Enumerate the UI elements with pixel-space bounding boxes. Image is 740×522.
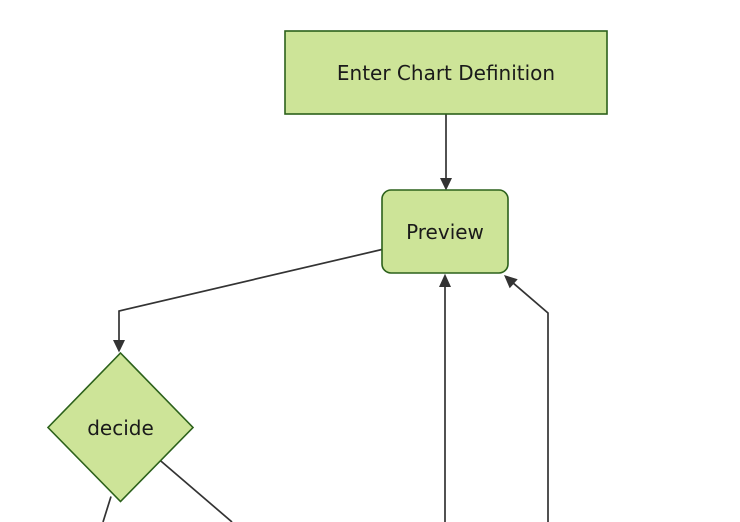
edge-decide-to-offscreen-left (102, 496, 112, 522)
arrowhead-into-preview-bottom (439, 273, 451, 287)
node-label-preview: Preview (406, 220, 484, 244)
node-label-decide: decide (87, 416, 154, 440)
arrowhead-into-preview-corner (504, 275, 518, 289)
node-layer: Enter Chart Definition Preview decide (46, 30, 608, 503)
edge-offscreen-bottomright-to-preview (512, 282, 549, 522)
edge-decide-to-offscreen-right (157, 458, 233, 522)
arrowhead-into-decide-top (113, 340, 125, 353)
arrowhead-into-preview-top (440, 178, 452, 191)
node-decide (46, 351, 195, 503)
edge-layer (102, 114, 549, 522)
node-preview (381, 189, 509, 274)
node-label-enter-chart-definition: Enter Chart Definition (337, 61, 555, 85)
edge-preview-to-decide (118, 248, 383, 341)
node-enter-chart-definition (284, 30, 608, 115)
